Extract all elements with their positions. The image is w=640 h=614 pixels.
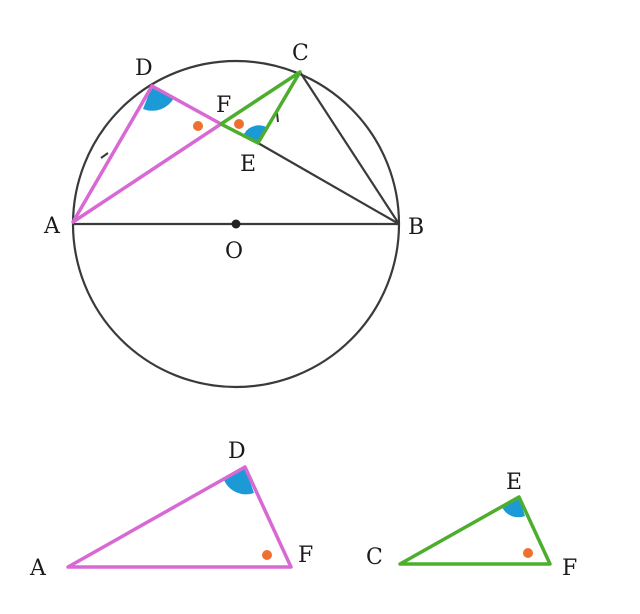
angle-arc-e [244, 125, 268, 143]
label-f: F [216, 93, 231, 118]
label-f-bottom-cef: F [562, 556, 577, 581]
triangle-adf [66, 465, 293, 569]
tick-mark-ce [276, 112, 279, 123]
tick-mark-ad [100, 152, 109, 159]
label-o: O [225, 239, 243, 264]
triangle-cef [398, 495, 552, 566]
label-f-bottom: F [298, 543, 313, 568]
angle-arc-e-bottom [502, 497, 525, 518]
angle-dot-f-adf [262, 550, 272, 560]
triangle-cef-figure: C E F [366, 470, 577, 581]
triangle-cef-top [219, 70, 302, 145]
center-point-o [231, 219, 241, 229]
angle-arc-d [143, 86, 174, 111]
label-a: A [43, 214, 61, 239]
chord-cb [299, 71, 400, 225]
label-c-bottom: C [366, 545, 383, 570]
angle-dot-f-right [234, 119, 244, 129]
triangle-adf-figure: A D F [29, 439, 313, 581]
segment-eb [257, 142, 400, 225]
label-b: B [408, 215, 424, 240]
label-e-bottom: E [506, 470, 522, 495]
label-c: C [292, 41, 309, 66]
angle-dot-f-cef [523, 548, 533, 558]
label-a-bottom: A [29, 556, 47, 581]
label-e: E [240, 152, 256, 177]
angle-dot-f-left [193, 121, 203, 131]
label-d: D [135, 56, 153, 81]
triangle-adf-top [71, 84, 223, 224]
label-d-bottom: D [228, 439, 246, 464]
circle-figure: A B C D E F O [43, 41, 424, 389]
